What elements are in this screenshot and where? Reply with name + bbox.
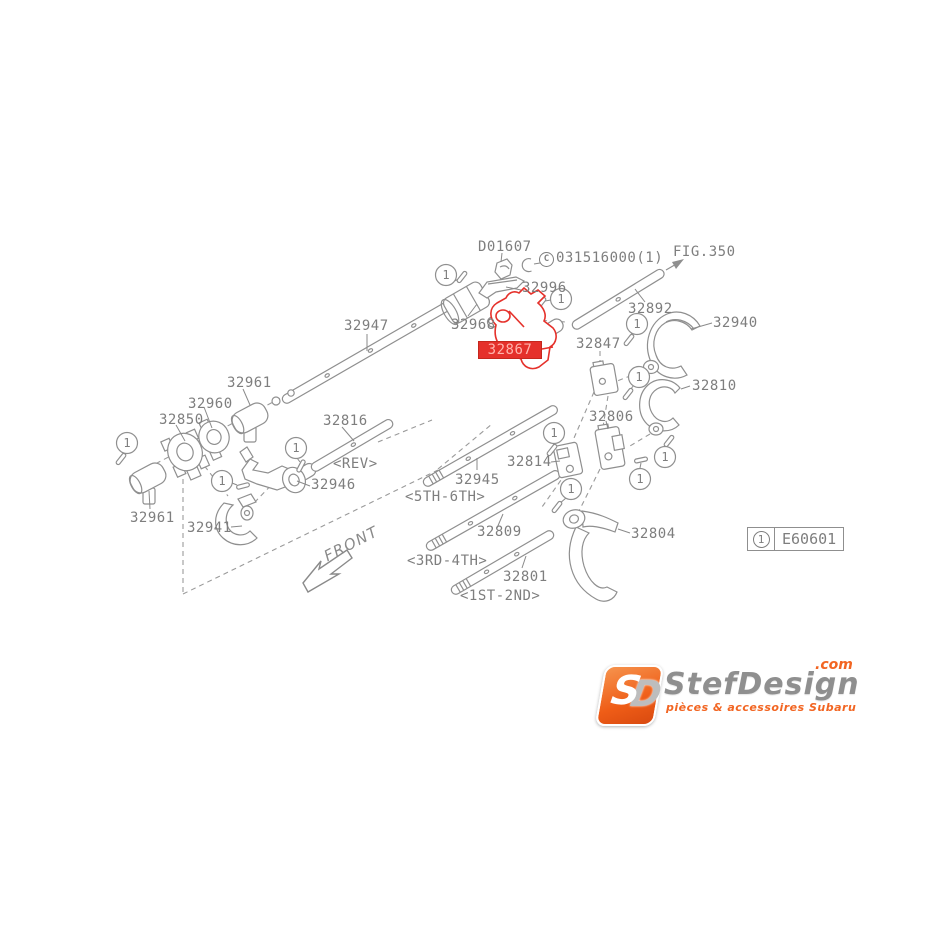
- svg-text:1: 1: [636, 472, 643, 486]
- detent-balls: [271, 389, 295, 406]
- shaft-32945: [422, 405, 558, 487]
- svg-text:1: 1: [442, 268, 449, 282]
- logo-brand-name: StefDesign: [664, 667, 860, 702]
- part-label-32867-highlighted: 32867: [478, 341, 542, 359]
- part-label-32809: 32809: [477, 524, 522, 540]
- svg-text:1: 1: [661, 450, 668, 464]
- shaft-32947: [281, 297, 460, 404]
- part-label-32960: 32960: [188, 396, 233, 412]
- legend-circled-one-icon: 1: [752, 530, 770, 548]
- svg-text:1: 1: [218, 474, 225, 488]
- part-label-32941: 32941: [187, 520, 232, 536]
- svg-text:1: 1: [550, 426, 557, 440]
- svg-text:1: 1: [567, 482, 574, 496]
- callout-legend: 1 E60601: [747, 527, 845, 551]
- fig-350-arrow: [665, 259, 684, 271]
- block-32847: [589, 360, 619, 396]
- cylinder-32961-top: [230, 402, 269, 443]
- brand-logo: D S .com StefDesign pièces & accessoires…: [594, 656, 882, 736]
- svg-text:1: 1: [635, 370, 642, 384]
- part-label-d01607: D01607: [478, 239, 532, 255]
- coupling-32968: [440, 281, 500, 328]
- figure-reference-label: FIG.350: [673, 244, 736, 260]
- part-label-32816: 32816: [323, 413, 368, 429]
- group-label-rev: <REV>: [333, 456, 378, 472]
- part-label-32940: 32940: [713, 315, 758, 331]
- part-label-32946: 32946: [311, 477, 356, 493]
- part-label-32961-top: 32961: [227, 375, 272, 391]
- roll-pins: [115, 270, 675, 514]
- part-label-32806: 32806: [589, 409, 634, 425]
- logo-tagline: pièces & accessoires Subaru: [666, 701, 857, 714]
- leader-lines: [122, 252, 713, 569]
- part-label-031516000: 031516000(1): [556, 250, 664, 266]
- group-label-3rd-4th: <3RD-4TH>: [407, 553, 488, 569]
- block-32814: [552, 441, 584, 479]
- block-32806: [594, 423, 626, 470]
- snap-ring: [521, 258, 532, 273]
- part-label-32996: 32996: [522, 280, 567, 296]
- group-label-1st-2nd: <1ST-2ND>: [460, 588, 541, 604]
- part-label-32847: 32847: [576, 336, 621, 352]
- part-label-32945: 32945: [455, 472, 500, 488]
- part-label-32961-left: 32961: [130, 510, 175, 526]
- fork-32940: [642, 311, 701, 379]
- part-label-32814: 32814: [507, 454, 552, 470]
- part-label-32801: 32801: [503, 569, 548, 585]
- clip-d01607: [494, 258, 513, 280]
- part-label-32947: 32947: [344, 318, 389, 334]
- svg-text:1: 1: [292, 441, 299, 455]
- part-label-32804: 32804: [631, 526, 676, 542]
- front-arrow: [302, 549, 353, 593]
- fork-32941: [215, 493, 258, 546]
- legend-symbol-cell: 1: [747, 527, 775, 551]
- group-label-5th-6th: <5TH-6TH>: [405, 489, 486, 505]
- part-label-32892: 32892: [628, 301, 673, 317]
- rocker-32946: [239, 446, 307, 494]
- legend-code: E60601: [775, 527, 845, 551]
- svg-text:1: 1: [123, 436, 130, 450]
- logo-monogram-tile: D S: [594, 665, 665, 726]
- hub-32850: [160, 428, 211, 481]
- circled-c-icon: C: [539, 252, 554, 267]
- svg-text:1: 1: [557, 292, 564, 306]
- svg-text:1: 1: [633, 317, 640, 331]
- lever-32996: [478, 276, 526, 299]
- fork-32804: [562, 509, 619, 602]
- part-label-32850: 32850: [159, 412, 204, 428]
- fork-32810: [639, 379, 681, 436]
- callout-markers: 1 1 1 1 1 1 1 1 1 1 1: [115, 263, 677, 501]
- part-label-32810: 32810: [692, 378, 737, 394]
- shaft-32801: [450, 530, 555, 595]
- logo-tld: .com: [815, 657, 853, 673]
- part-label-32968: 32968: [451, 317, 496, 333]
- cylinder-32961-left: [128, 462, 167, 505]
- hub-32960: [198, 418, 230, 462]
